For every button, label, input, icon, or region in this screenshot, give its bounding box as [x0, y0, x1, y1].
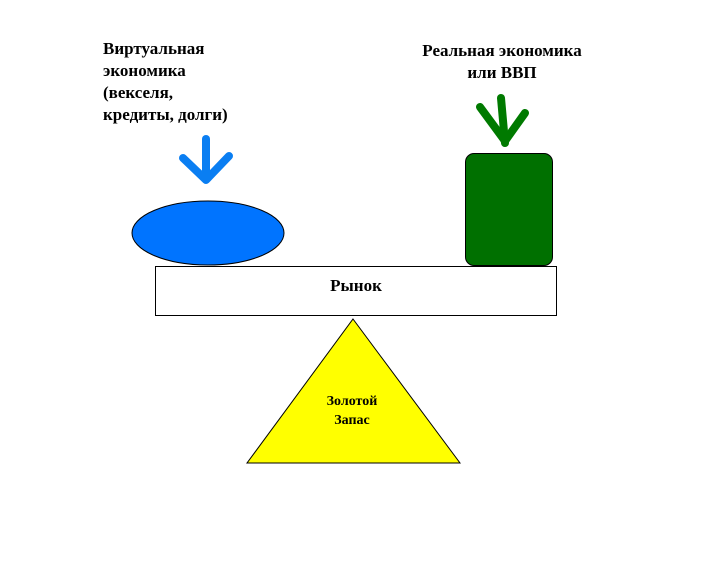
- real-economy-weight: [465, 153, 553, 266]
- gold-reserve-fulcrum: [246, 318, 461, 464]
- market-label: Рынок: [330, 275, 382, 295]
- virtual-economy-label-line-1: Виртуальная: [103, 39, 205, 58]
- virtual-economy-weight: [131, 200, 285, 266]
- gold-reserve-label-line-1: Золотой: [326, 394, 378, 409]
- virtual-economy-label-line-3: (векселя,: [103, 83, 174, 102]
- real-economy-label: Реальная экономика или ВВП: [402, 40, 602, 84]
- real-economy-arrow-icon: [476, 94, 529, 147]
- real-economy-label-line-1: Реальная экономика: [422, 41, 582, 60]
- virtual-economy-arrow-icon: [179, 135, 233, 184]
- gold-reserve-label-line-2: Запас: [334, 413, 370, 428]
- real-economy-label-line-2: или ВВП: [467, 63, 537, 82]
- virtual-economy-label-line-2: экономика: [103, 61, 186, 80]
- virtual-economy-label: Виртуальная экономика (векселя, кредиты,…: [103, 38, 273, 126]
- gold-reserve-label: Золотой Запас: [300, 392, 404, 430]
- virtual-economy-label-line-4: кредиты, долги): [103, 105, 228, 124]
- market-beam: Рынок: [155, 266, 557, 316]
